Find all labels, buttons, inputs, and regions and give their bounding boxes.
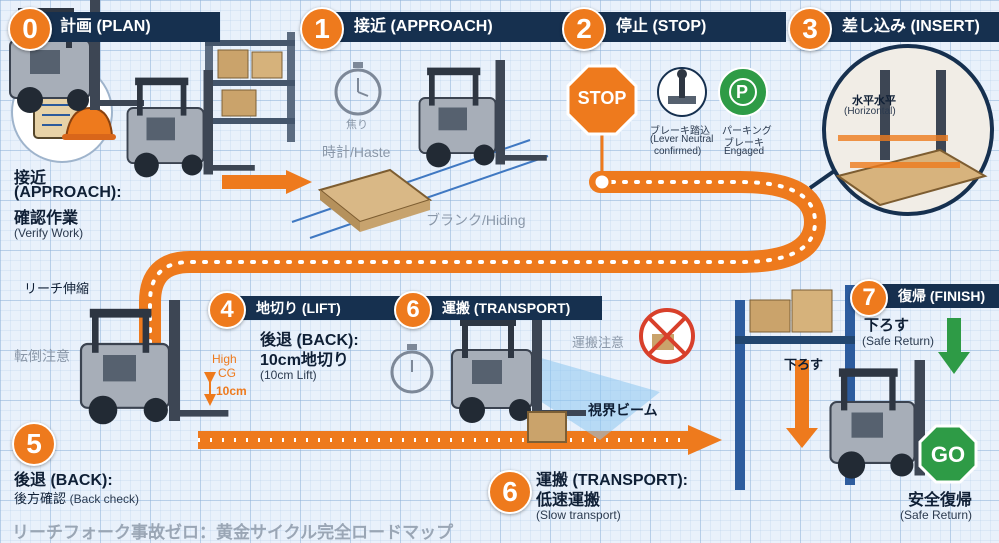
high-label: High: [212, 352, 237, 366]
cg-label: CG: [218, 366, 236, 380]
transport-warning-label: 運搬注意: [572, 335, 625, 350]
step-0-number: 0: [8, 7, 52, 51]
step-6-number: 6: [394, 291, 432, 329]
level-label-jp: 水平水平: [852, 95, 896, 107]
hiding-label: ブランク/Hiding: [426, 212, 526, 228]
step-2-title: 停止 (STOP): [616, 18, 707, 35]
step-2-header: 停止 (STOP): [580, 12, 786, 42]
step-4-title: 地切り (LIFT): [256, 300, 341, 316]
stop-sign-icon: [566, 64, 638, 136]
step-1-header: 接近 (APPROACH): [318, 12, 576, 42]
step-7-header: 復帰 (FINISH): [868, 284, 999, 308]
step-7-number: 7: [850, 279, 888, 317]
parking-brake-icon: [718, 67, 768, 117]
brake-line-3: confirmed): [654, 146, 702, 157]
lower-arrow: [786, 360, 818, 448]
stop-sign-text: STOP: [577, 88, 627, 108]
vision-beam-label: 視界ビーム: [588, 402, 658, 418]
stopwatch-icon-approach: [334, 62, 382, 116]
finish-down-arrow: [938, 318, 970, 374]
lift-line-3: (10cm Lift): [260, 368, 317, 382]
plan-line-2: (APPROACH):: [14, 184, 122, 201]
parking-line-1: パーキング: [722, 126, 772, 137]
parking-icon-letter: P: [736, 82, 749, 102]
step-3-number: 3: [788, 7, 832, 51]
step-6b-number: 6: [488, 470, 532, 514]
parking-line-3: Engaged: [724, 146, 765, 157]
step-0-header: 計画 (PLAN): [24, 12, 220, 42]
stopwatch-label: 焦り: [346, 119, 368, 131]
stop-point-marker: [592, 172, 612, 192]
step-7-title: 復帰 (FINISH): [898, 288, 986, 304]
forklift-approach: [418, 59, 548, 169]
pallet-approach: [317, 168, 433, 232]
go-sign-icon: [918, 424, 978, 484]
plan-line-3: 確認作業: [14, 210, 79, 227]
step-6-title: 運搬 (TRANSPORT): [442, 300, 571, 316]
step-4-number: 4: [208, 291, 246, 329]
no-entry-icon: [639, 308, 695, 364]
step-1-number: 1: [300, 7, 344, 51]
storage-rack: [735, 285, 855, 490]
finish-line-2: (Safe Return): [862, 334, 935, 348]
step-0-title: 計画 (PLAN): [60, 18, 151, 35]
lift-line-1: 後退 (BACK):: [260, 332, 359, 349]
plan-line-1: 接近: [14, 170, 47, 187]
brake-lever-icon: [657, 67, 707, 117]
tip-warning-label: 転倒注意: [14, 348, 70, 364]
brake-line-1: ブレーキ踏込: [650, 126, 710, 137]
transport-line-3: (Slow transport): [536, 508, 621, 522]
cargo-box-transport: [527, 411, 567, 443]
footer-title: リーチフォーク事故ゼロ：黄金サイクル完全ロードマップ: [12, 523, 454, 542]
haste-label: 時計/Haste: [322, 144, 391, 160]
step-2-number: 2: [562, 7, 606, 51]
plan-line-4: (Verify Work): [14, 226, 84, 240]
transport-arrow-head: [688, 425, 722, 455]
workflow-path: [139, 135, 827, 455]
back-check-en: (Back check): [69, 492, 139, 506]
step-1-title: 接近 (APPROACH): [354, 18, 493, 35]
lift-line-2: 10cm地切り: [260, 352, 349, 369]
step-6-header: 運搬 (TRANSPORT): [412, 296, 602, 320]
go-sign-text: GO: [930, 442, 966, 467]
vision-beam: [520, 352, 660, 440]
step-5-number: 5: [12, 422, 56, 466]
transport-line-2: 低速運搬: [536, 492, 601, 509]
stopwatch-icon-transport: [390, 344, 434, 394]
back-line-2: 後方確認 (Back check): [14, 488, 139, 507]
step-3-title: 差し込み (INSERT): [842, 18, 980, 35]
insert-magnifier: [808, 44, 994, 216]
lift-height-label: 10cm: [216, 384, 247, 398]
lower-label: 下ろす: [784, 357, 824, 372]
level-label-en: (Horizontal): [844, 106, 896, 117]
finish-line-1: 下ろす: [864, 317, 910, 334]
step-4-header: 地切り (LIFT): [226, 296, 400, 320]
reach-label: リーチ伸縮: [24, 281, 90, 296]
back-check-jp: 後方確認: [14, 491, 67, 506]
step-3-header: 差し込み (INSERT): [806, 12, 999, 42]
brake-line-2: (Lever Neutral: [650, 134, 714, 145]
safe-return-jp: 安全復帰: [908, 492, 973, 509]
parking-line-2: ブレーキ: [724, 138, 764, 149]
transport-line-1: 運搬 (TRANSPORT):: [536, 472, 688, 489]
safe-return-en: (Safe Return): [900, 508, 973, 522]
back-line-1: 後退 (BACK):: [14, 472, 113, 489]
